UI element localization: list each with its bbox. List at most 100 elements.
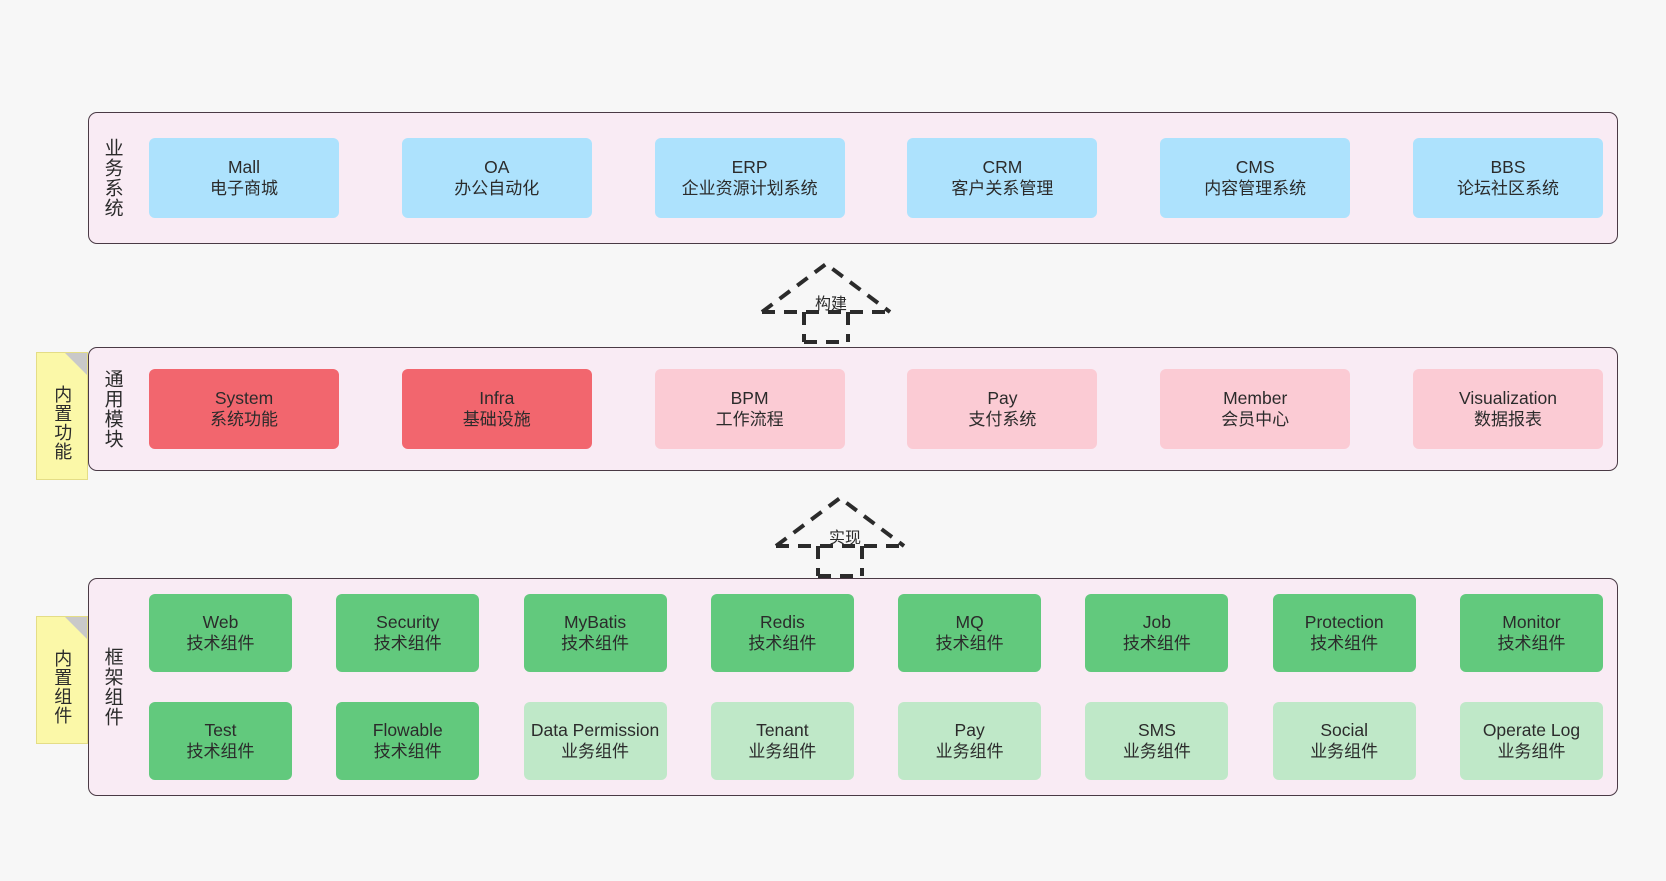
node-title: MyBatis <box>563 612 627 633</box>
connector-build-arrow: 构建 <box>758 258 898 344</box>
node-subtitle: 工作流程 <box>715 410 784 430</box>
node-subtitle: 技术组件 <box>186 742 255 762</box>
node-title: Pay <box>954 720 985 741</box>
note-builtin-components-label: 内置组件 <box>52 649 73 725</box>
note-fold-corner-icon <box>65 353 87 375</box>
node-subtitle: 技术组件 <box>373 742 442 762</box>
node-subtitle: 企业资源计划系统 <box>681 179 818 199</box>
node-subtitle: 技术组件 <box>1122 634 1191 654</box>
node-title: Redis <box>759 612 805 633</box>
node-title: Pay <box>987 388 1018 409</box>
node-title: Job <box>1142 612 1172 633</box>
node-title: Member <box>1223 388 1288 409</box>
node-title: Protection <box>1304 612 1384 633</box>
node-subtitle: 技术组件 <box>186 634 255 654</box>
node-subtitle: 内容管理系统 <box>1204 179 1307 199</box>
node-subtitle: 业务组件 <box>1122 742 1191 762</box>
node-subtitle: 客户关系管理 <box>951 179 1054 199</box>
connector-realize-arrow: 实现 <box>772 492 912 578</box>
node-title: MQ <box>955 612 984 633</box>
node-title: BPM <box>730 388 769 409</box>
note-builtin-features: 内置功能 <box>36 352 88 480</box>
node-title: CRM <box>982 157 1023 178</box>
node-title: OA <box>484 157 510 178</box>
realize-arrow-glyph <box>774 495 906 578</box>
node-subtitle: 业务组件 <box>935 742 1004 762</box>
node-title: Security <box>376 612 440 633</box>
node-subtitle: 技术组件 <box>561 634 630 654</box>
node-subtitle: 业务组件 <box>561 742 630 762</box>
node-subtitle: 电子商城 <box>210 179 278 199</box>
node-subtitle: 数据报表 <box>1473 410 1542 430</box>
node-title: Monitor <box>1502 612 1561 633</box>
section-label-common-modules: 通用模块 <box>101 369 123 449</box>
node-title: Mall <box>227 157 261 178</box>
build-arrow-label: 构建 <box>815 296 848 313</box>
node-subtitle: 会员中心 <box>1221 410 1290 430</box>
node-subtitle: 技术组件 <box>1497 634 1566 654</box>
node-title: Tenant <box>756 720 809 741</box>
realize-arrow-label: 实现 <box>829 530 862 547</box>
node-title: Operate Log <box>1482 720 1581 741</box>
node-subtitle: 技术组件 <box>373 634 442 654</box>
node-title: SMS <box>1137 720 1176 741</box>
node-title: BBS <box>1490 157 1526 178</box>
section-label-business-systems: 业务系统 <box>101 138 123 218</box>
node-title: System <box>214 388 274 409</box>
build-arrow-glyph <box>760 261 892 344</box>
node-subtitle: 业务组件 <box>748 742 817 762</box>
node-subtitle: 系统功能 <box>210 410 278 430</box>
node-title: ERP <box>731 157 768 178</box>
node-subtitle: 技术组件 <box>1310 634 1379 654</box>
node-subtitle: 业务组件 <box>1310 742 1379 762</box>
node-subtitle: 业务组件 <box>1497 742 1566 762</box>
note-fold-corner-icon <box>65 617 87 639</box>
node-subtitle: 技术组件 <box>748 634 817 654</box>
node-subtitle: 论坛社区系统 <box>1456 179 1559 199</box>
note-builtin-features-label: 内置功能 <box>52 385 73 461</box>
node-subtitle: 基础设施 <box>462 410 531 430</box>
node-title: Web <box>202 612 239 633</box>
node-title: Data Permission <box>530 720 660 741</box>
node-title: Flowable <box>372 720 443 741</box>
note-builtin-components: 内置组件 <box>36 616 88 744</box>
node-title: Visualization <box>1459 388 1557 409</box>
node-title: Social <box>1320 720 1369 741</box>
